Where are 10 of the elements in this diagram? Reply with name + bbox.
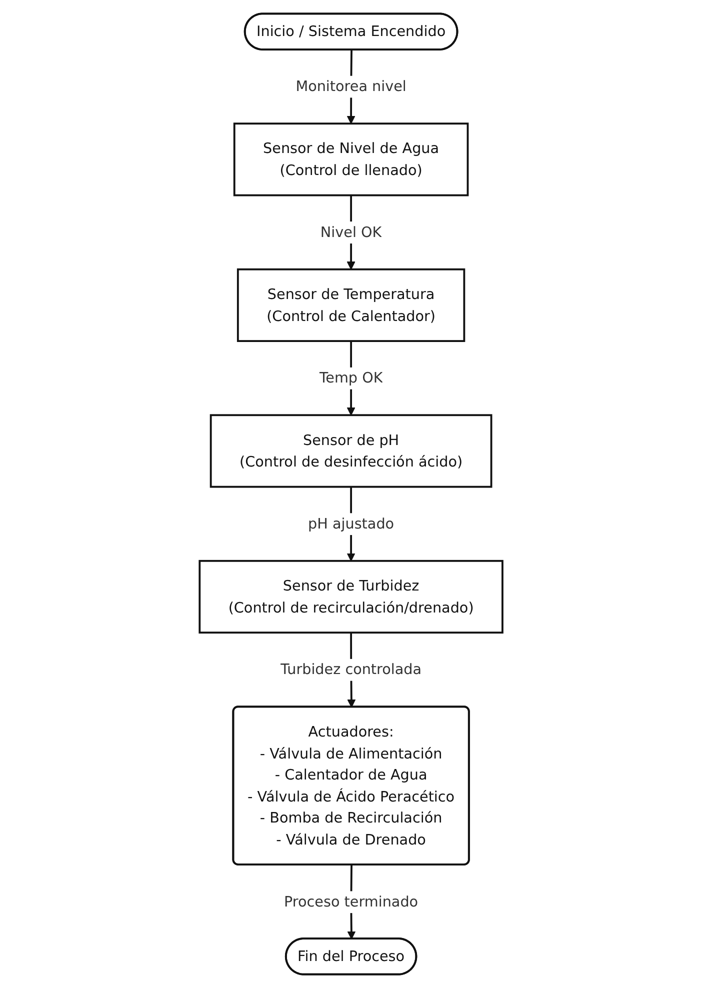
edge-label: Temp OK (319, 369, 383, 386)
node-box: Sensor de Temperatura (Control de Calentador) (236, 268, 466, 342)
edge-label: pH ajustado (308, 515, 394, 532)
node-box: Sensor de Turbidez (Control de recirculación/drenado) (198, 560, 504, 634)
edge-label: Turbidez controlada (280, 660, 422, 678)
edge-label: Monitorea nivel (296, 78, 406, 95)
edge-label: Nivel OK (320, 223, 382, 241)
node-box: Sensor de pH (Control de desinfección ácido) (210, 414, 492, 488)
edge-label: Proceso terminado (284, 893, 418, 910)
node-box: Sensor de Nivel de Agua (Control de llenado) (233, 122, 469, 196)
